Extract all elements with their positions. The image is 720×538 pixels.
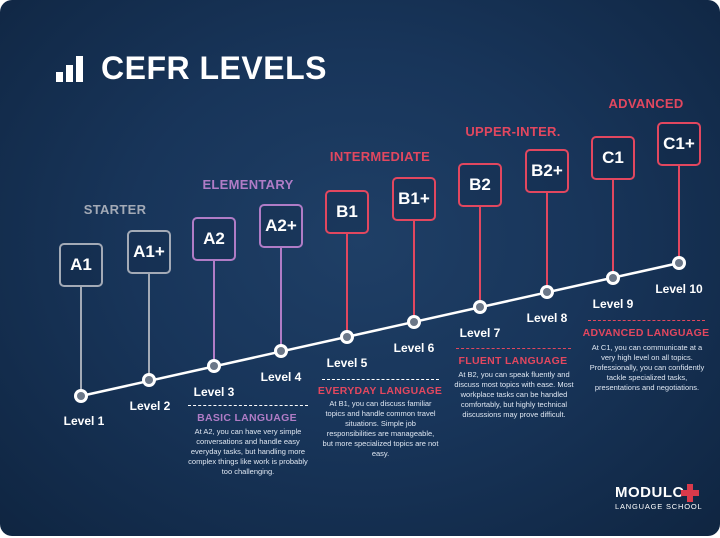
modulo-logo: MODULO LANGUAGE SCHOOL bbox=[615, 484, 702, 511]
category-starter: STARTER bbox=[83, 202, 147, 217]
basic-language-divider bbox=[188, 405, 308, 406]
level-box-b2plus: B2+ bbox=[525, 149, 569, 193]
level-label-4: Level 4 bbox=[260, 370, 302, 384]
level-label-7: Level 7 bbox=[459, 326, 501, 340]
level-box-a1: A1 bbox=[59, 243, 103, 287]
everyday-language-text: At B1, you can discuss familiar topics a… bbox=[322, 399, 439, 458]
level-box-a2plus: A2+ bbox=[259, 204, 303, 248]
bar-chart-icon bbox=[56, 55, 83, 82]
advanced-language-heading: ADVANCED LANGUAGE bbox=[582, 327, 710, 339]
fluent-language-text: At B2, you can speak fluently and discus… bbox=[454, 370, 574, 419]
cross-logo-icon bbox=[681, 484, 699, 502]
connector-lines bbox=[80, 166, 680, 396]
category-advanced: ADVANCED bbox=[608, 96, 684, 111]
category-elementary: ELEMENTARY bbox=[202, 177, 294, 192]
basic-language-text: At A2, you can have very simple conversa… bbox=[188, 427, 308, 476]
category-upper-intermediate: UPPER-INTER. bbox=[465, 124, 561, 139]
level-nodes bbox=[74, 256, 686, 403]
category-intermediate: INTERMEDIATE bbox=[329, 149, 431, 164]
level-label-2: Level 2 bbox=[129, 399, 171, 413]
level-box-b2: B2 bbox=[458, 163, 502, 207]
level-box-c1plus: C1+ bbox=[657, 122, 701, 166]
title-block: CEFR LEVELS bbox=[56, 50, 327, 87]
fluent-language-divider bbox=[456, 348, 571, 349]
level-label-9: Level 9 bbox=[592, 297, 634, 311]
level-label-3: Level 3 bbox=[193, 385, 235, 399]
level-label-1: Level 1 bbox=[63, 414, 105, 428]
fluent-language-heading: FLUENT LANGUAGE bbox=[458, 355, 568, 367]
level-box-c1: C1 bbox=[591, 136, 635, 180]
advanced-language-text: At C1, you can communicate at a very hig… bbox=[589, 343, 705, 392]
level-box-a1plus: A1+ bbox=[127, 230, 171, 274]
everyday-language-heading: EVERYDAY LANGUAGE bbox=[317, 385, 443, 397]
basic-language-heading: BASIC LANGUAGE bbox=[197, 412, 297, 424]
level-label-10: Level 10 bbox=[655, 282, 703, 296]
progression-line bbox=[80, 261, 680, 398]
level-label-8: Level 8 bbox=[526, 311, 568, 325]
level-box-b1: B1 bbox=[325, 190, 369, 234]
level-label-6: Level 6 bbox=[393, 341, 435, 355]
page-title: CEFR LEVELS bbox=[101, 50, 327, 86]
advanced-language-divider bbox=[588, 320, 705, 321]
level-box-b1plus: B1+ bbox=[392, 177, 436, 221]
level-label-5: Level 5 bbox=[326, 356, 368, 370]
logo-subtitle: LANGUAGE SCHOOL bbox=[615, 502, 703, 511]
everyday-language-divider bbox=[322, 379, 439, 380]
level-box-a2: A2 bbox=[192, 217, 236, 261]
logo-name: MODULO bbox=[615, 484, 685, 501]
